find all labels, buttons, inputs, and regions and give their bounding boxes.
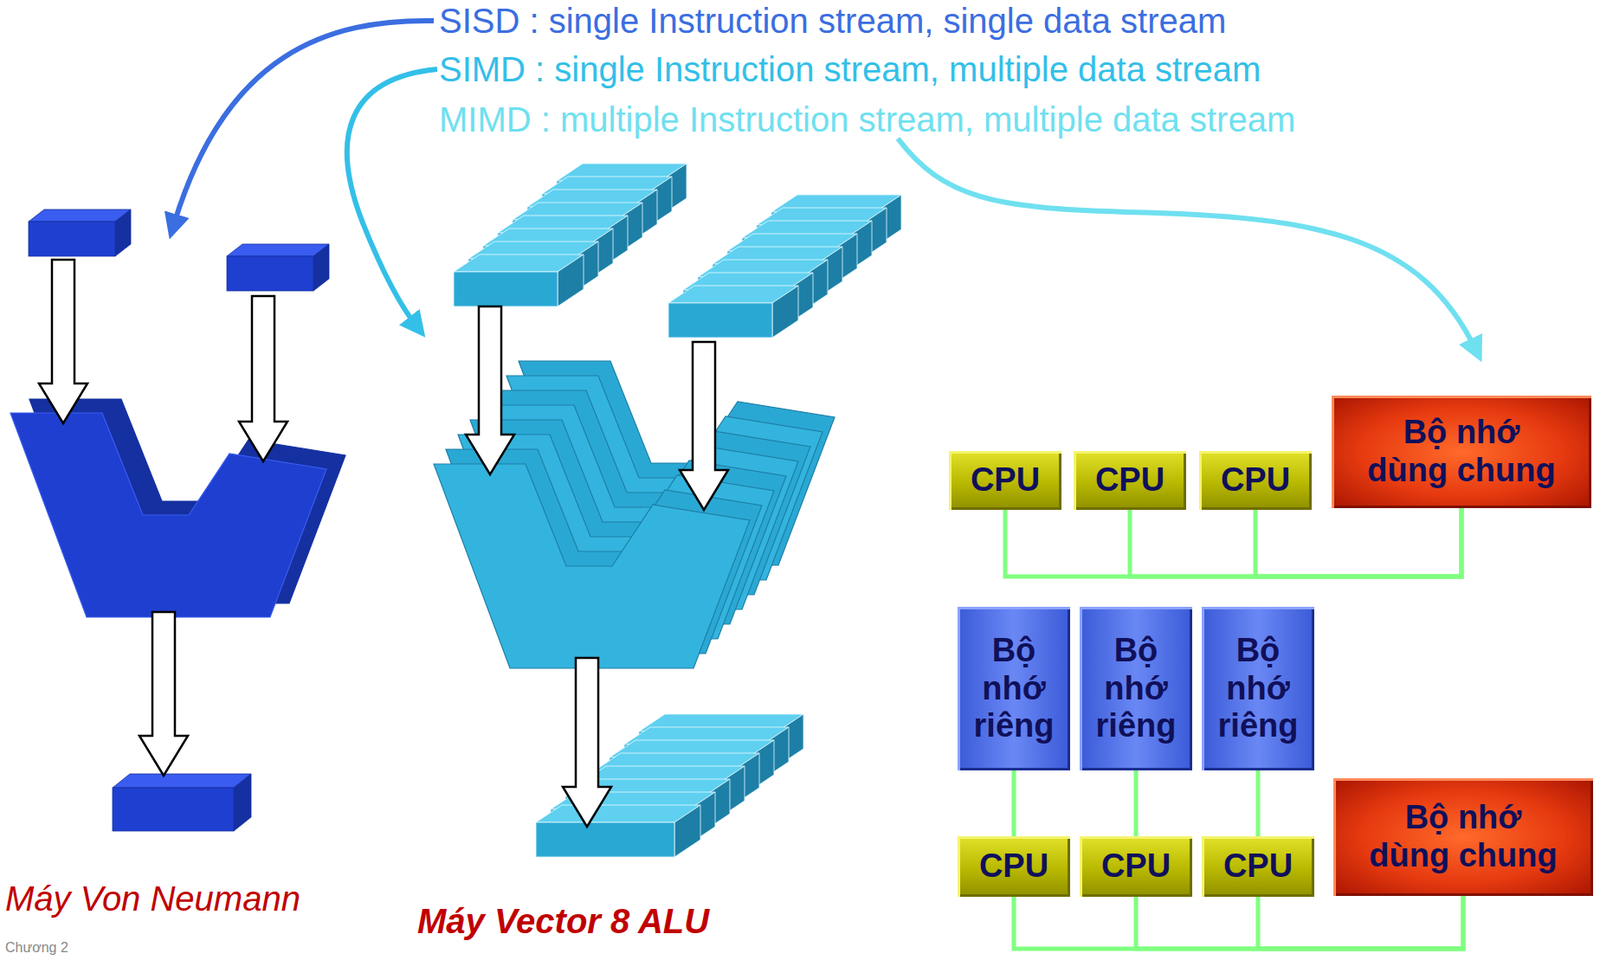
bus-connector bbox=[1258, 896, 1464, 949]
cpu-box: CPU bbox=[1079, 836, 1193, 897]
pointer-arrow bbox=[897, 138, 1477, 351]
shared-memory-box: Bộ nhớ dùng chung bbox=[1333, 778, 1594, 897]
flynn-class: SISD : single Instruction stream, single… bbox=[438, 1, 1226, 41]
box-text: CPU bbox=[1101, 847, 1171, 886]
box-text: Bộ nhớ riêng bbox=[1096, 632, 1177, 746]
box-text: CPU bbox=[1223, 847, 1293, 886]
box-text: Bộ nhớ riêng bbox=[974, 632, 1055, 746]
box-text: CPU bbox=[970, 461, 1040, 500]
bus-connector bbox=[1005, 508, 1462, 577]
bus-connector bbox=[1013, 896, 1464, 949]
pointer-arrow bbox=[173, 20, 434, 227]
cpu-box: CPU bbox=[1073, 451, 1187, 510]
private-memory-box: Bộ nhớ riêng bbox=[957, 606, 1071, 771]
bus-connector bbox=[1256, 770, 1261, 837]
private-memory-box: Bộ nhớ riêng bbox=[1079, 606, 1193, 771]
bus-connector bbox=[1134, 770, 1139, 837]
figure-caption: Máy Vector 8 ALU bbox=[417, 902, 710, 942]
cpu-box: CPU bbox=[948, 451, 1062, 510]
flynn-class: MIMD : multiple Instruction stream, mult… bbox=[438, 100, 1296, 140]
box-text: Bộ nhớ dùng chung bbox=[1361, 413, 1562, 490]
shared-memory-box: Bộ nhớ dùng chung bbox=[1331, 395, 1592, 509]
figure-caption: Máy Von Neumann bbox=[5, 879, 301, 919]
cpu-box: CPU bbox=[957, 836, 1071, 897]
box-text: Bộ nhớ riêng bbox=[1218, 632, 1299, 746]
private-memory-box: Bộ nhớ riêng bbox=[1201, 606, 1315, 771]
box-text: CPU bbox=[1095, 461, 1165, 500]
flynn-class: SIMD : single Instruction stream, multip… bbox=[438, 50, 1261, 90]
bus-connector bbox=[1135, 896, 1464, 949]
box-text: CPU bbox=[1220, 461, 1291, 500]
pointer-arrow bbox=[347, 69, 438, 328]
von-neumann-figure bbox=[10, 209, 346, 832]
cpu-box: CPU bbox=[1199, 451, 1312, 510]
bus-connector bbox=[1012, 770, 1017, 837]
cpu-box: CPU bbox=[1201, 836, 1315, 897]
box-text: Bộ nhớ dùng chung bbox=[1363, 799, 1563, 875]
bus-connector bbox=[1255, 508, 1462, 577]
vector-figure bbox=[433, 163, 902, 858]
box-text: CPU bbox=[979, 847, 1049, 886]
chapter-note: Chương 2 bbox=[5, 940, 69, 956]
bus-connector bbox=[1129, 508, 1462, 577]
